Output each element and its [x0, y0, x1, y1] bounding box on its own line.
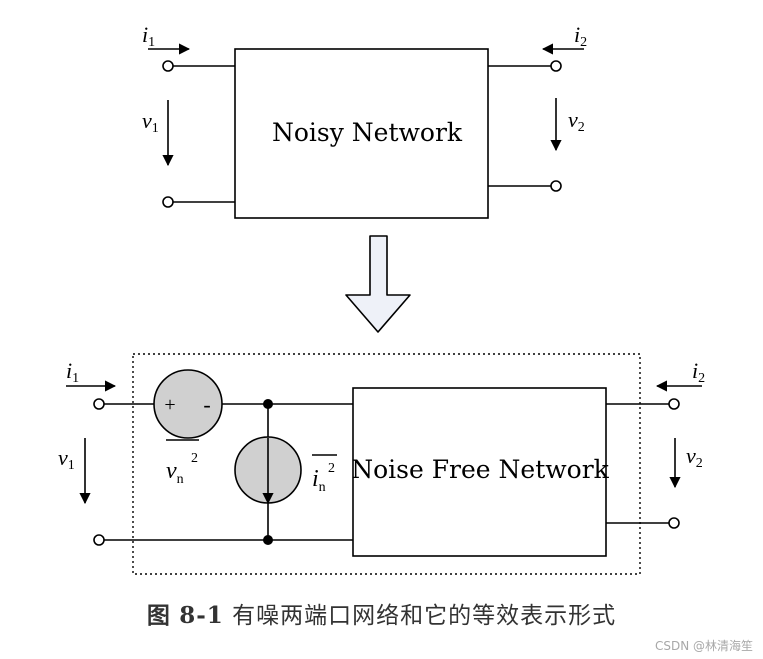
bottom-v2-label: v2 — [686, 443, 703, 471]
equivalent-network-block: Noise Free Network + - vn 2 in 2 — [58, 353, 705, 575]
bottom-i2-label: i2 — [692, 358, 705, 386]
noise-free-network-box — [352, 387, 607, 557]
vn-superscript: 2 — [191, 451, 198, 466]
voltage-noise-source — [153, 369, 223, 439]
caption-number: 8-1 — [179, 602, 224, 629]
top-i2-label: i2 — [574, 22, 587, 50]
in-label: in — [312, 466, 326, 495]
watermark: CSDN @林清海笙 — [654, 639, 753, 653]
bottom-port1-upper-terminal — [93, 398, 105, 410]
in-superscript: 2 — [328, 461, 335, 476]
vn-label: vn — [166, 458, 184, 487]
bottom-port1-lower-terminal — [93, 534, 105, 546]
top-i1-label: i1 — [142, 22, 155, 50]
top-port1-upper-terminal — [162, 60, 174, 72]
voltage-source-plus: + — [164, 394, 175, 416]
equivalent-dotted-boundary — [132, 353, 641, 575]
noisy-network-label: Noisy Network — [272, 118, 463, 147]
top-port1-lower-terminal — [162, 196, 174, 208]
bottom-port2-lower-terminal — [668, 517, 680, 529]
noisy-network-block: Noisy Network i1 v1 i2 v2 — [142, 22, 587, 219]
upper-junction-dot — [263, 399, 273, 409]
top-v2-label: v2 — [568, 107, 585, 135]
noise-free-network-label: Noise Free Network — [351, 455, 609, 484]
noisy-network-box — [234, 48, 489, 219]
caption-prefix: 图 — [146, 602, 171, 629]
top-port2-lower-terminal — [550, 180, 562, 192]
down-transform-arrow-icon — [345, 235, 411, 333]
top-v1-label: v1 — [142, 108, 159, 136]
bottom-i1-label: i1 — [66, 358, 79, 386]
voltage-source-minus: - — [203, 392, 210, 417]
lower-junction-dot — [263, 535, 273, 545]
top-port2-upper-terminal — [550, 60, 562, 72]
bottom-v1-label: v1 — [58, 445, 75, 473]
figure-caption: 图 8-1 有噪两端口网络和它的等效表示形式 — [0, 596, 763, 630]
caption-text: 有噪两端口网络和它的等效表示形式 — [232, 603, 617, 629]
bottom-port2-upper-terminal — [668, 398, 680, 410]
